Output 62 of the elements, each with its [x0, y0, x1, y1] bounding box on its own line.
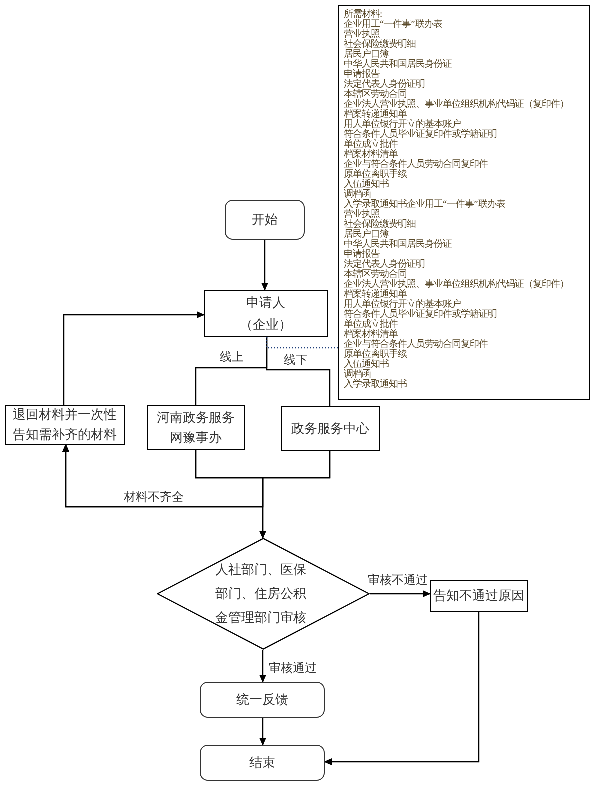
- list-item: 调档函: [344, 190, 371, 200]
- list-item: 入伍通知书: [344, 360, 389, 370]
- end-box: 结束: [200, 745, 325, 781]
- arrow: [260, 718, 266, 746]
- edge-label: 审核通过: [267, 660, 319, 677]
- list-item: 申请报告: [344, 70, 380, 80]
- list-item: 档案转递通知单: [344, 290, 407, 300]
- arrow: [262, 240, 268, 291]
- title-text: 申请人: [246, 294, 286, 312]
- list-item: 中华人民共和国居民身份证: [344, 60, 452, 70]
- list-item: 入伍通知书: [344, 180, 389, 190]
- edge-label: 审核不通过: [366, 572, 430, 589]
- list-item: 单位成立批件: [344, 320, 398, 330]
- list-item: 社会保险缴费明细: [344, 220, 416, 230]
- process-box: 告知不通过原因: [430, 580, 528, 612]
- edge-label: 材料不齐全: [122, 489, 186, 506]
- process-box: [204, 290, 328, 337]
- list-item: 符合条件人员毕业证复印件或学籍证明: [344, 310, 497, 320]
- connector-line: [266, 337, 331, 406]
- list-item: 营业执照: [344, 30, 380, 40]
- start-box: 开始: [225, 200, 305, 240]
- list-item: 营业执照: [344, 210, 380, 220]
- list-item: 本辖区劳动合同: [344, 90, 407, 100]
- list-item: 入学录取通知书企业用工“一件事”联办表: [344, 200, 506, 210]
- list-item: 申请报告: [344, 250, 380, 260]
- list-item: 企业与符合条件人员劳动合同复印件: [344, 160, 488, 170]
- list-item: 符合条件人员毕业证复印件或学籍证明: [344, 130, 497, 140]
- list-item: 原单位离职手续: [344, 350, 407, 360]
- decision-diamond: 人社部门、医保部门、住房公积金管理部门审核: [157, 538, 370, 650]
- list-item: 原单位离职手续: [344, 170, 407, 180]
- list-item: 法定代表人身份证明: [344, 260, 425, 270]
- list-item: 调档函: [344, 370, 371, 380]
- list-item: 企业与符合条件人员劳动合同复印件: [344, 340, 488, 350]
- materials-list-box: [338, 5, 590, 400]
- list-heading: 所需材料:: [344, 10, 383, 20]
- dotted-line: [266, 337, 338, 349]
- list-item: 企业法人营业执照、事业单位组织机构代码证（复印件）: [344, 280, 569, 290]
- list-item: 企业用工“一件事”联办表: [344, 20, 442, 30]
- list-item: 中华人民共和国居民身份证: [344, 240, 452, 250]
- list-item: 入学录取通知书: [344, 380, 407, 390]
- list-item: 本辖区劳动合同: [344, 270, 407, 280]
- list-item: 企业法人营业执照、事业单位组织机构代码证（复印件）: [344, 100, 569, 110]
- arrow: [370, 590, 431, 598]
- process-box: 统一反馈: [200, 682, 325, 718]
- list-item: 用人单位银行开立的基本账户: [344, 120, 461, 130]
- arrow: [63, 312, 205, 405]
- arrow: [324, 612, 480, 766]
- list-item: 档案材料清单: [344, 150, 398, 160]
- list-item: 法定代表人身份证明: [344, 80, 425, 90]
- list-item: 用人单位银行开立的基本账户: [344, 300, 461, 310]
- process-box: 河南政务服务网豫事办: [147, 405, 245, 450]
- list-item: 居民户口簿: [344, 50, 389, 60]
- list-item: 档案转递通知单: [344, 110, 407, 120]
- list-item: 居民户口簿: [344, 230, 389, 240]
- process-box: 政务服务中心: [281, 406, 380, 451]
- list-item: 单位成立批件: [344, 140, 398, 150]
- list-item: 社会保险缴费明细: [344, 40, 416, 50]
- subtitle-text: （企业）: [240, 316, 292, 334]
- arrow: [62, 444, 331, 508]
- arrow: [260, 650, 266, 683]
- process-box: 退回材料并一次性告知需补齐的材料: [5, 405, 125, 445]
- list-item: 档案材料清单: [344, 330, 398, 340]
